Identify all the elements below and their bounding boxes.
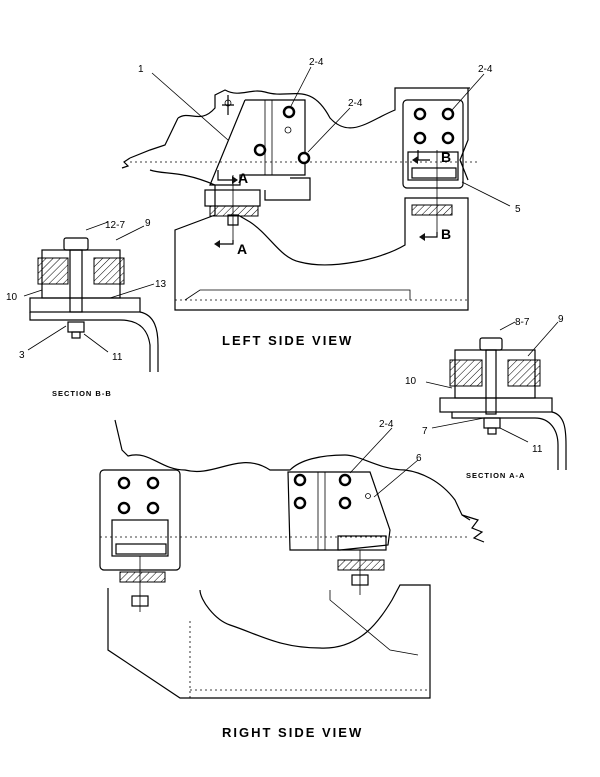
callout-11-aa: 11 — [532, 444, 543, 455]
right-mount-bracket — [287, 471, 391, 595]
left-side-view: A A B B 1 2-4 2-4 2-4 — [121, 57, 521, 348]
bolt-hole — [282, 105, 296, 119]
left-right-mount: B B — [402, 99, 464, 242]
bolt-hole — [253, 143, 267, 157]
callout-13: 13 — [155, 279, 167, 290]
right-side-view: 2-4 6 RIGHT SIDE VIEW — [99, 419, 485, 740]
callout-12-7: 12-7 — [105, 220, 125, 231]
callout-2-4-left-a: 2-4 — [309, 57, 324, 68]
callout-2-4-left-b: 2-4 — [348, 98, 363, 109]
callout-9-bb: 9 — [145, 218, 151, 229]
callout-3: 3 — [19, 350, 25, 361]
callout-7: 7 — [422, 426, 428, 437]
callout-1: 1 — [138, 64, 144, 75]
marker-b-lower: B — [441, 226, 451, 242]
right-side-view-title: RIGHT SIDE VIEW — [222, 725, 363, 740]
left-mount-bracket — [209, 99, 306, 186]
callout-6: 6 — [416, 453, 422, 464]
marker-b-upper: B — [441, 149, 451, 165]
callout-2-4-left-c: 2-4 — [478, 64, 493, 75]
callout-5: 5 — [515, 204, 521, 215]
marker-a-lower: A — [237, 241, 247, 257]
left-frame-body — [149, 169, 469, 311]
callout-10-aa: 10 — [405, 376, 417, 387]
callout-10-bb: 10 — [6, 292, 18, 303]
right-frame-body — [107, 584, 431, 699]
section-b-b: 12-7 9 10 13 3 11 SECTION B-B — [6, 218, 167, 398]
left-mount-pad — [204, 189, 261, 207]
left-side-view-title: LEFT SIDE VIEW — [222, 333, 353, 348]
bolt-hole — [297, 151, 311, 165]
section-a-a-title: SECTION A-A — [466, 471, 525, 480]
callout-2-4-right: 2-4 — [379, 419, 394, 430]
right-left-mount — [99, 469, 181, 612]
callout-8-7: 8-7 — [515, 317, 530, 328]
section-b-b-title: SECTION B-B — [52, 389, 112, 398]
marker-a-upper: A — [238, 170, 248, 186]
section-a-a: 8-7 9 10 7 11 SECTION A-A — [405, 314, 567, 480]
callout-11-bb: 11 — [112, 352, 123, 363]
callout-9-aa: 9 — [558, 314, 564, 325]
left-frame-break — [177, 87, 470, 129]
